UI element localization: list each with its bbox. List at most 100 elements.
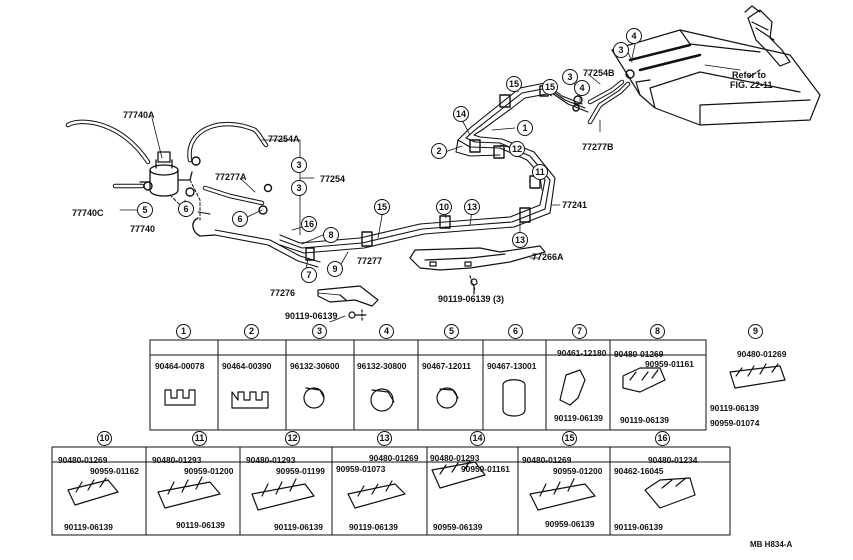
legend-part-14c: 90959-06139: [433, 522, 483, 532]
fuel-filter: [139, 151, 193, 197]
legend-callout-16: 16: [655, 431, 670, 446]
label-90119-a: 90119-06139: [285, 311, 338, 321]
callout-3-tank: 3: [613, 42, 629, 58]
reference-note-line1: Refer to: [732, 70, 767, 80]
legend-callout-8: 8: [650, 324, 665, 339]
legend-callout-3: 3: [312, 324, 327, 339]
label-90119-b: 90119-06139 (3): [438, 294, 505, 304]
label-77241: 77241: [562, 200, 588, 210]
legend-part-11c: 90119-06139: [176, 520, 225, 530]
label-77254A: 77254A: [268, 134, 300, 144]
legend-part-16a: 90480-01234: [648, 455, 698, 465]
legend-part-14b: 90959-01161: [461, 464, 510, 474]
sender-unit: [744, 5, 791, 79]
legend-part-12a: 90480-01293: [246, 455, 296, 465]
illustration-code: MB H834-A: [750, 540, 793, 549]
legend-part-5a: 90467-12011: [422, 361, 471, 371]
legend-part-16b: 90462-16045: [614, 466, 664, 476]
legend-part-12b: 90959-01199: [276, 466, 325, 476]
legend-part-11a: 90480-01293: [152, 455, 202, 465]
legend-part-10b: 90959-01162: [90, 466, 139, 476]
legend-callout-9: 9: [748, 324, 763, 339]
callout-1: 1: [517, 120, 533, 136]
reference-note-line2: FIG. 22-11: [730, 80, 773, 90]
label-77277B: 77277B: [582, 142, 614, 152]
callout-3-upper: 3: [291, 157, 307, 173]
legend-callout-1: 1: [176, 324, 191, 339]
legend-callout-13: 13: [377, 431, 392, 446]
callout-14: 14: [453, 106, 469, 122]
callout-5: 5: [137, 202, 153, 218]
legend-part-15a: 90480-01269: [522, 455, 572, 465]
legend-part-14a: 90480-01293: [430, 453, 480, 463]
callout-7: 7: [301, 267, 317, 283]
callout-2: 2: [431, 143, 447, 159]
legend-part-12c: 90119-06139: [274, 522, 323, 532]
callout-12: 12: [509, 141, 525, 157]
legend-callout-11: 11: [192, 431, 207, 446]
legend-part-8a: 90480-01269: [614, 349, 664, 359]
legend-part-8b: 90959-01161: [645, 359, 694, 369]
callout-11: 11: [532, 164, 548, 180]
lower-hose: [192, 211, 321, 268]
legend-part-15b: 90959-01200: [553, 466, 603, 476]
callout-15-mid: 15: [506, 76, 522, 92]
legend-frames: [51, 339, 731, 536]
callout-4-mid: 4: [574, 80, 590, 96]
legend-part-13c: 90119-06139: [349, 522, 398, 532]
legend-part-15c: 90959-06139: [545, 519, 595, 529]
legend-callout-4: 4: [379, 324, 394, 339]
callout-6-hose: 6: [232, 211, 248, 227]
callout-6-filter: 6: [178, 201, 194, 217]
label-77277: 77277: [357, 256, 383, 266]
legend-part-10c: 90119-06139: [64, 522, 113, 532]
protector-77266A: [409, 245, 546, 291]
legend-sketches-row1: [164, 363, 786, 417]
callout-13-lower: 13: [512, 232, 528, 248]
callout-3-mid: 3: [562, 69, 578, 85]
legend-callout-2: 2: [244, 324, 259, 339]
legend-part-16c: 90119-06139: [614, 522, 663, 532]
callout-3-lower: 3: [291, 180, 307, 196]
legend-callout-15: 15: [562, 431, 577, 446]
fuel-tank: [611, 29, 821, 126]
label-77740: 77740: [130, 224, 156, 234]
legend-callout-10: 10: [97, 431, 112, 446]
legend-part-2a: 90464-00390: [222, 361, 272, 371]
legend-part-11b: 90959-01200: [184, 466, 234, 476]
legend-part-13a: 90959-01073: [336, 464, 386, 474]
callout-8: 8: [323, 227, 339, 243]
legend-part-8c: 90119-06139: [620, 415, 669, 425]
legend-part-4a: 96132-30800: [357, 361, 407, 371]
label-77740A: 77740A: [123, 110, 155, 120]
legend-part-6a: 90467-13001: [487, 361, 537, 371]
legend-part-1a: 90464-00078: [155, 361, 205, 371]
legend-part-7b: 90119-06139: [554, 413, 603, 423]
legend-callout-7: 7: [572, 324, 587, 339]
legend-callout-14: 14: [470, 431, 485, 446]
legend-part-10a: 90480-01269: [58, 455, 108, 465]
legend-part-7a: 90461-12180: [557, 348, 607, 358]
label-77266A: 77266A: [532, 252, 564, 262]
legend-part-9b: 90119-06139: [710, 403, 759, 413]
callout-15-right: 15: [542, 79, 558, 95]
bolts: [348, 278, 478, 319]
legend-part-3a: 96132-30600: [290, 361, 340, 371]
leader-lines: [119, 39, 741, 323]
legend-callout-5: 5: [444, 324, 459, 339]
callout-16: 16: [301, 216, 317, 232]
callout-10: 10: [436, 199, 452, 215]
label-77740C: 77740C: [72, 208, 104, 218]
callout-15-left: 15: [374, 199, 390, 215]
legend-part-13b: 90480-01269: [369, 453, 419, 463]
callout-13-upper: 13: [464, 199, 480, 215]
legend-callout-6: 6: [508, 324, 523, 339]
legend-sketches-row2: [67, 460, 696, 511]
callout-9: 9: [327, 261, 343, 277]
legend-part-9a: 90480-01269: [737, 349, 787, 359]
callout-4-tank: 4: [626, 28, 642, 44]
label-77254B: 77254B: [583, 68, 615, 78]
legend-callout-12: 12: [285, 431, 300, 446]
